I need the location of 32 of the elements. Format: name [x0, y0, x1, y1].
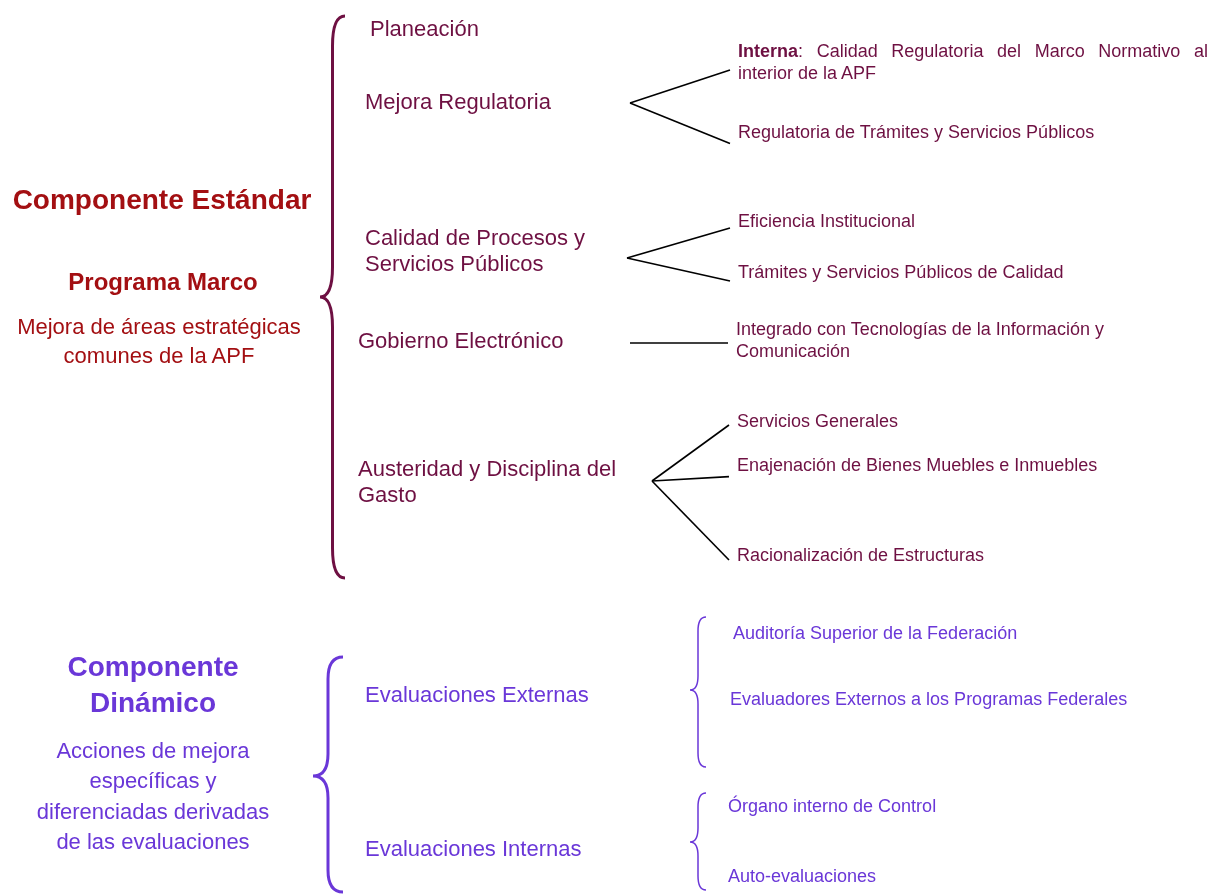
connector-line: [651, 424, 730, 482]
subcategory-label: Auditoría Superior de la Federación: [733, 623, 1019, 645]
component-title: Componente Dinámico: [66, 650, 240, 721]
subcategory-label: Auto-evaluaciones: [728, 866, 878, 888]
subcategory-label: Evaluadores Externos a los Programas Federales: [730, 689, 1129, 711]
subcategory-label: Interna: Calidad Regulatoria del Marco Normativo al interior de la APF: [738, 41, 1208, 85]
subcategory-label: Eficiencia Institucional: [738, 211, 1178, 233]
subcategory-label: Trámites y Servicios Públicos de Calidad: [738, 262, 1198, 284]
connector-line: [629, 102, 731, 145]
component-description: Mejora de áreas estratégicas comunes de la APF: [16, 313, 302, 370]
connector-line: [651, 480, 730, 561]
subcategory-label: Integrado con Tecnologías de la Información y Comunicación: [736, 319, 1211, 363]
subcategory-label: Servicios Generales: [737, 411, 1177, 433]
connector-line: [629, 69, 731, 104]
subcategory-label: Racionalización de Estructuras: [737, 545, 1177, 567]
component-title: Componente Estándar: [12, 183, 312, 217]
subcategory-label: Regulatoria de Trámites y Servicios Públicos: [738, 122, 1208, 144]
category-label: Mejora Regulatoria: [365, 89, 630, 116]
program-title: Programa Marco: [67, 268, 259, 297]
connector-line: [629, 342, 729, 344]
category-label: Calidad de Procesos y Servicios Públicos: [365, 225, 627, 278]
category-label: Evaluaciones Internas: [365, 836, 583, 863]
item-label: Planeación: [370, 16, 480, 43]
connector-line: [626, 227, 731, 259]
subcategory-label: Órgano interno de Control: [728, 796, 938, 818]
connector-line: [626, 257, 731, 282]
category-label: Gobierno Electrónico: [358, 328, 630, 355]
category-label: Austeridad y Disciplina del Gasto: [358, 456, 652, 509]
connector-line: [651, 475, 730, 482]
component-description: Acciones de mejora específicas y diferenciadas derivadas de las evaluaciones: [35, 737, 271, 857]
category-label: Evaluaciones Externas: [365, 682, 590, 709]
subcategory-label: Enajenación de Bienes Muebles e Inmuebles: [737, 455, 1209, 477]
